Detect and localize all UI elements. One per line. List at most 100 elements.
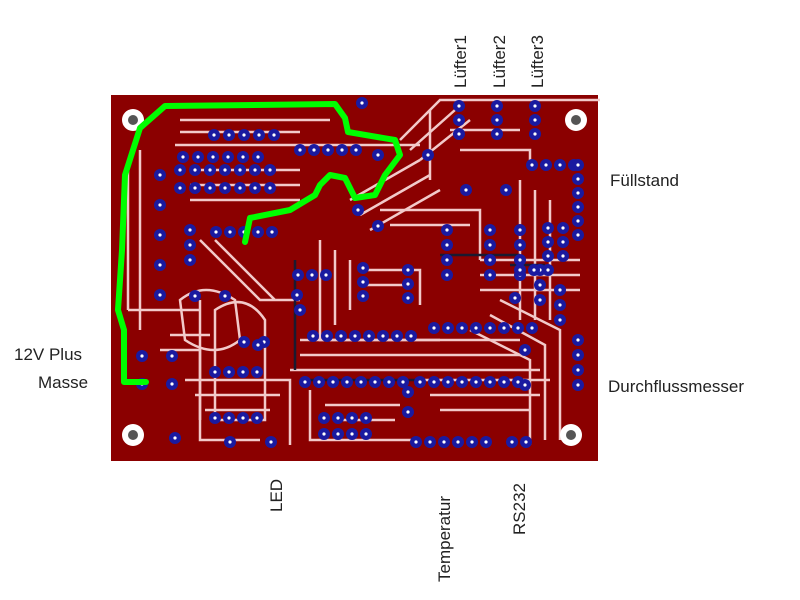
pad-hole xyxy=(241,416,245,420)
pad-hole xyxy=(576,163,580,167)
label-led: LED xyxy=(267,478,286,512)
pad-hole xyxy=(193,294,197,298)
pad-hole xyxy=(523,383,527,387)
pad-hole xyxy=(312,148,316,152)
pad-hole xyxy=(241,370,245,374)
pad-hole xyxy=(533,104,537,108)
pad-hole xyxy=(336,416,340,420)
pad-hole xyxy=(295,293,299,297)
pad-hole xyxy=(414,440,418,444)
pad-hole xyxy=(530,163,534,167)
pad-hole xyxy=(208,168,212,172)
pad-hole xyxy=(213,370,217,374)
label-12v-plus: 12V Plus xyxy=(14,345,83,364)
pad-hole xyxy=(406,296,410,300)
label-luefter1: Lüfter1 xyxy=(451,35,470,88)
pad-hole xyxy=(364,432,368,436)
pad-hole xyxy=(310,273,314,277)
pad-hole xyxy=(242,340,246,344)
pad-hole xyxy=(376,224,380,228)
pad-hole xyxy=(533,118,537,122)
pad-hole xyxy=(268,186,272,190)
pad-hole xyxy=(181,155,185,159)
pad-hole xyxy=(227,416,231,420)
pad-hole xyxy=(516,326,520,330)
pad-hole xyxy=(457,118,461,122)
pad-hole xyxy=(331,380,335,384)
pad-hole xyxy=(558,303,562,307)
pad-hole xyxy=(576,338,580,342)
pad-hole xyxy=(256,155,260,159)
pad-hole xyxy=(518,268,522,272)
pad-hole xyxy=(576,205,580,209)
pad-hole xyxy=(317,380,321,384)
pad-hole xyxy=(193,168,197,172)
pad-hole xyxy=(470,440,474,444)
pad-hole xyxy=(395,334,399,338)
pad-hole xyxy=(428,440,432,444)
pad-hole xyxy=(228,230,232,234)
pad-hole xyxy=(298,308,302,312)
pad-hole xyxy=(360,101,364,105)
pad-hole xyxy=(546,240,550,244)
pad-hole xyxy=(158,293,162,297)
pad-hole xyxy=(223,294,227,298)
pad-hole xyxy=(269,440,273,444)
pad-hole xyxy=(353,334,357,338)
pad-hole xyxy=(516,380,520,384)
pad-hole xyxy=(546,268,550,272)
pad-hole xyxy=(401,380,405,384)
pad-hole xyxy=(238,168,242,172)
pad-hole xyxy=(158,173,162,177)
pad-hole xyxy=(445,228,449,232)
pad-hole xyxy=(561,254,565,258)
pad-hole xyxy=(212,133,216,137)
pad-hole xyxy=(268,168,272,172)
pad-hole xyxy=(561,226,565,230)
pad-hole xyxy=(409,334,413,338)
pad-hole xyxy=(178,168,182,172)
pad-hole xyxy=(296,273,300,277)
pad-hole xyxy=(510,440,514,444)
pad-hole xyxy=(211,155,215,159)
pad-hole xyxy=(442,440,446,444)
pad-hole xyxy=(474,380,478,384)
pad-hole xyxy=(488,243,492,247)
pad-hole xyxy=(538,298,542,302)
pad-hole xyxy=(446,326,450,330)
pad-hole xyxy=(214,230,218,234)
pad-hole xyxy=(241,155,245,159)
pad-hole xyxy=(253,168,257,172)
pad-hole xyxy=(576,353,580,357)
pad-hole xyxy=(558,318,562,322)
pad-hole xyxy=(322,416,326,420)
label-luefter3: Lüfter3 xyxy=(528,35,547,88)
pad-hole xyxy=(576,191,580,195)
pad-hole xyxy=(188,243,192,247)
pad-hole xyxy=(178,186,182,190)
mounting-holes xyxy=(122,109,587,446)
solder-pads xyxy=(136,97,584,448)
pad-hole xyxy=(324,273,328,277)
pad-hole xyxy=(406,390,410,394)
label-fuellstand: Füllstand xyxy=(610,171,679,190)
label-durchflussmesser: Durchflussmesser xyxy=(608,377,745,396)
pad-hole xyxy=(173,436,177,440)
pad-hole xyxy=(523,348,527,352)
label-masse: Masse xyxy=(38,373,89,392)
pad-hole xyxy=(406,410,410,414)
pad-hole xyxy=(255,370,259,374)
pad-hole xyxy=(446,380,450,384)
pad-hole xyxy=(256,343,260,347)
pad-hole xyxy=(518,258,522,262)
pad-hole xyxy=(272,133,276,137)
pad-hole xyxy=(227,133,231,137)
pad-hole xyxy=(445,258,449,262)
pad-hole xyxy=(257,133,261,137)
pad-hole xyxy=(350,416,354,420)
pad-hole xyxy=(303,380,307,384)
pad-hole xyxy=(456,440,460,444)
pad-hole xyxy=(193,186,197,190)
pad-hole xyxy=(524,440,528,444)
pad-hole xyxy=(561,240,565,244)
